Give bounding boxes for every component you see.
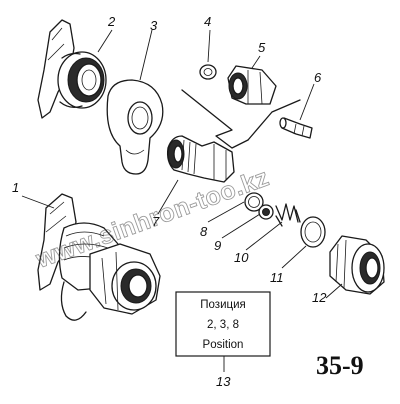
position-box-line1: Позиция [200, 299, 245, 311]
callout-7: 7 [152, 214, 160, 229]
callout-5: 5 [258, 40, 266, 55]
part-8-ring [244, 192, 264, 212]
callout-3: 3 [150, 18, 158, 33]
part-3-gasket [106, 79, 164, 175]
callout-2: 2 [107, 14, 116, 29]
part-4-washer [199, 64, 217, 80]
part-9-washer [258, 204, 274, 220]
position-box-line3: Position [203, 339, 244, 351]
part-2-valve-body [37, 19, 107, 119]
part-6-fitting-pin [279, 117, 313, 139]
callout-13: 13 [216, 374, 231, 389]
part-1-valve-assembly [37, 193, 161, 321]
position-box-line2: 2, 3, 8 [207, 319, 239, 331]
callout-8: 8 [200, 224, 208, 239]
part-5-union-nut [227, 65, 277, 105]
callout-11: 11 [270, 270, 284, 285]
leader-lines [21, 29, 343, 372]
part-12-threaded-adapter [329, 235, 385, 295]
figure-number: 35-9 [316, 351, 364, 380]
callout-4: 4 [204, 14, 211, 29]
callout-12: 12 [312, 290, 327, 305]
callout-numbers: 1 2 3 4 5 6 7 8 9 10 11 12 13 [12, 14, 327, 389]
callout-10: 10 [234, 250, 249, 265]
part-7-threaded-fitting [166, 135, 235, 183]
part-10-spring [275, 203, 301, 227]
callout-9: 9 [214, 238, 221, 253]
position-box: Позиция 2, 3, 8 Position [175, 291, 271, 357]
callout-1: 1 [12, 180, 19, 195]
part-11-ring-gasket [300, 216, 326, 248]
break-bracket-line [181, 89, 301, 149]
callout-6: 6 [314, 70, 322, 85]
